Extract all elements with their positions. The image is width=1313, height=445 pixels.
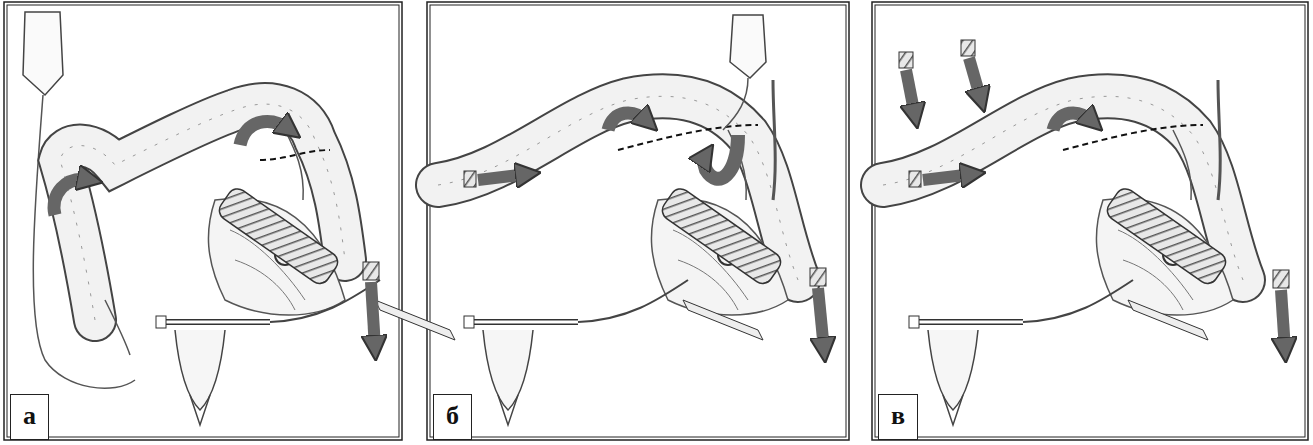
panel-letter: в	[878, 394, 918, 440]
panel-letter: б	[433, 394, 472, 440]
panel-letter: а	[10, 394, 49, 440]
